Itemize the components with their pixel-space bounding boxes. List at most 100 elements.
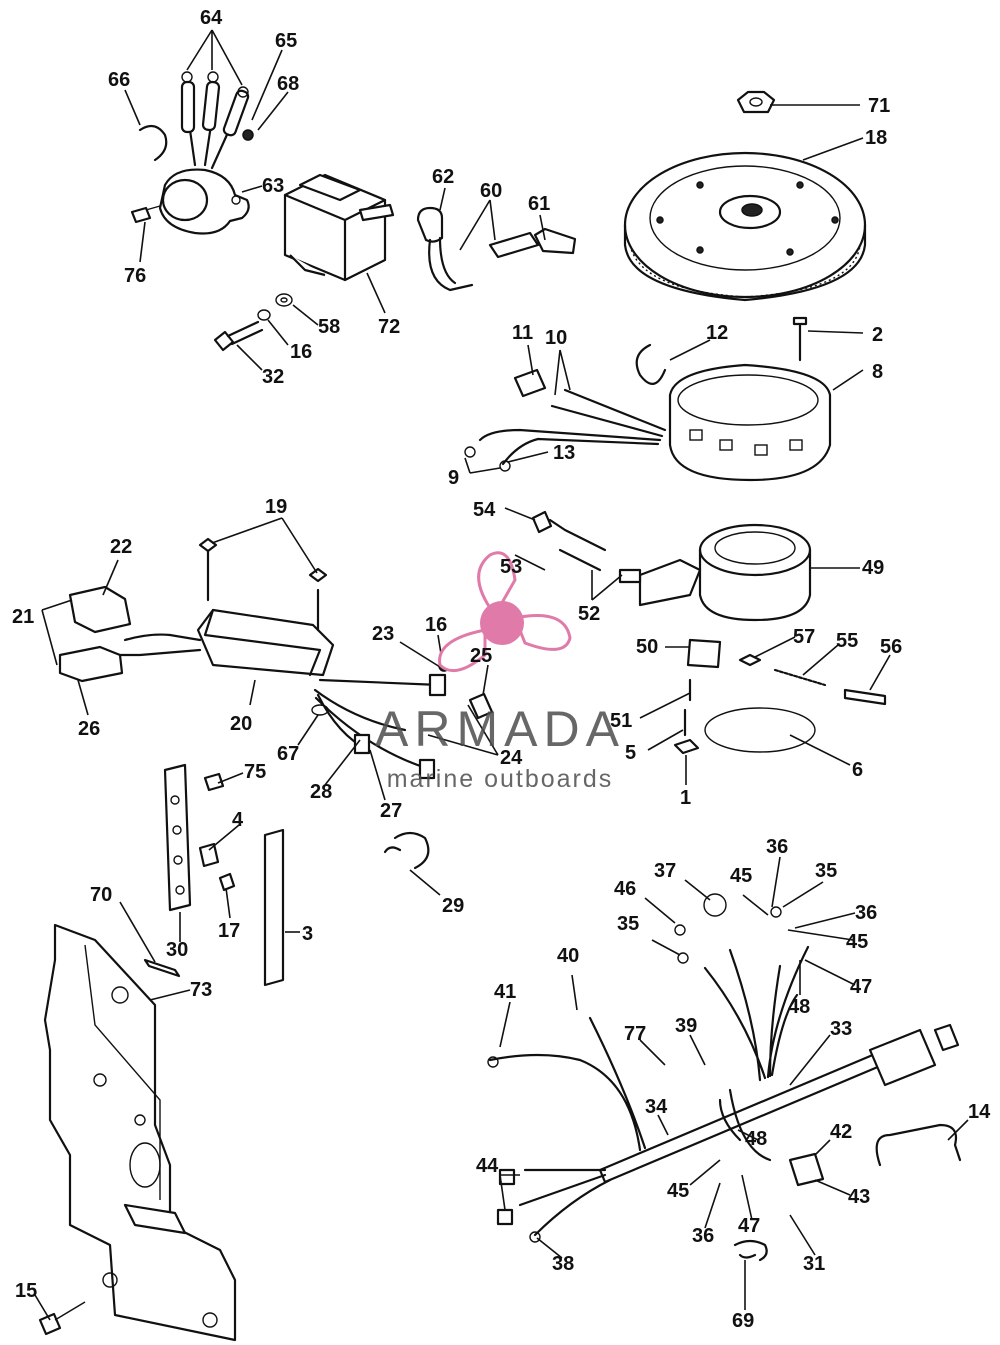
callout-48-top: 48	[788, 996, 810, 1018]
callout-19: 19	[265, 496, 287, 518]
callout-2: 2	[872, 324, 883, 346]
spark-plug-leads-part	[416, 206, 577, 292]
callout-58: 58	[318, 316, 340, 338]
callout-76: 76	[124, 265, 146, 287]
callout-73: 73	[190, 979, 212, 1001]
callout-66: 66	[108, 69, 130, 91]
callout-64: 64	[200, 7, 223, 29]
callout-62: 62	[432, 166, 454, 188]
watermark-subtitle: marine outboards	[387, 765, 614, 793]
callout-42: 42	[830, 1121, 852, 1143]
callout-8: 8	[872, 361, 883, 383]
callout-72: 72	[378, 316, 400, 338]
callout-17: 17	[218, 920, 240, 942]
solenoid-part	[130, 71, 254, 235]
callout-55: 55	[836, 630, 858, 652]
callout-49: 49	[862, 557, 884, 579]
callout-34: 34	[645, 1096, 668, 1118]
callout-13: 13	[553, 442, 575, 464]
callout-36-bottom: 36	[692, 1225, 714, 1247]
callout-61: 61	[528, 193, 550, 215]
flywheel-part	[623, 90, 867, 302]
callout-63: 63	[262, 175, 284, 197]
wiring-harness-part	[487, 893, 962, 1262]
callout-16-top: 16	[290, 341, 312, 363]
callout-52: 52	[578, 603, 600, 625]
callout-11: 11	[512, 322, 533, 344]
callout-29: 29	[442, 895, 464, 917]
callout-75: 75	[244, 761, 266, 783]
callout-69: 69	[732, 1310, 754, 1332]
callout-46: 46	[614, 878, 636, 900]
callout-36-right: 36	[855, 902, 877, 924]
propeller-logo-icon	[438, 551, 572, 673]
coil-screw-part	[213, 293, 293, 352]
callout-50: 50	[636, 636, 658, 658]
stator-part	[464, 316, 832, 482]
callout-45-top: 45	[730, 865, 752, 887]
callout-35-left: 35	[617, 913, 639, 935]
timer-base-part	[531, 510, 887, 755]
callout-6: 6	[852, 759, 863, 781]
callout-37: 37	[654, 860, 676, 882]
callout-25: 25	[470, 645, 492, 667]
callout-35-top: 35	[815, 860, 837, 882]
callout-71: 71	[868, 95, 890, 117]
callout-60: 60	[480, 180, 502, 202]
armada-watermark: ARMADA marine outboards	[375, 551, 625, 793]
callout-67: 67	[277, 743, 299, 765]
callout-26: 26	[78, 718, 100, 740]
callout-1: 1	[680, 787, 691, 809]
callout-51: 51	[610, 710, 632, 732]
callout-48-bottom: 48	[745, 1128, 767, 1150]
ignition-coil-part	[283, 173, 395, 282]
callout-14: 14	[968, 1101, 991, 1123]
callout-30: 30	[166, 939, 188, 961]
callout-36-top: 36	[766, 836, 788, 858]
callout-56: 56	[880, 636, 902, 658]
terminal-block-part	[163, 763, 285, 987]
callout-4: 4	[232, 809, 244, 831]
watermark-title: ARMADA	[375, 701, 625, 757]
callout-43: 43	[848, 1186, 870, 1208]
callout-33: 33	[830, 1018, 852, 1040]
mounting-plate-part	[38, 923, 237, 1342]
callout-57: 57	[793, 626, 815, 648]
callout-27: 27	[380, 800, 402, 822]
callout-65: 65	[275, 30, 297, 52]
callout-44: 44	[476, 1155, 499, 1177]
callout-45-bottom: 45	[667, 1180, 689, 1202]
callout-18: 18	[865, 127, 887, 149]
callout-32: 32	[262, 366, 284, 388]
callout-53: 53	[500, 556, 522, 578]
callout-20: 20	[230, 713, 252, 735]
callout-9: 9	[448, 467, 459, 489]
callout-16-mid: 16	[425, 614, 447, 636]
callout-68: 68	[277, 73, 299, 95]
callout-labels: 64 65 66 68 63 76 58 72 16 32 62 60 61 7…	[12, 7, 991, 1332]
callout-15: 15	[15, 1280, 37, 1302]
callout-70: 70	[90, 884, 112, 906]
callout-47-bottom: 47	[738, 1215, 760, 1237]
power-pack-part	[58, 537, 335, 716]
callout-40: 40	[557, 945, 579, 967]
callout-28: 28	[310, 781, 332, 803]
callout-38: 38	[552, 1253, 574, 1275]
callout-21: 21	[12, 606, 34, 628]
callout-39: 39	[675, 1015, 697, 1037]
callout-45-right: 45	[846, 931, 868, 953]
callout-10: 10	[545, 327, 567, 349]
callout-23: 23	[372, 623, 394, 645]
callout-54: 54	[473, 499, 496, 521]
callout-31: 31	[803, 1253, 825, 1275]
callout-5: 5	[625, 742, 636, 764]
callout-41: 41	[494, 981, 516, 1003]
callout-3: 3	[302, 923, 313, 945]
callout-22: 22	[110, 536, 132, 558]
leader-lines	[34, 29, 969, 1321]
callout-12: 12	[706, 322, 728, 344]
callout-24: 24	[500, 747, 523, 769]
callout-47-right: 47	[850, 976, 872, 998]
callout-77: 77	[624, 1023, 646, 1045]
